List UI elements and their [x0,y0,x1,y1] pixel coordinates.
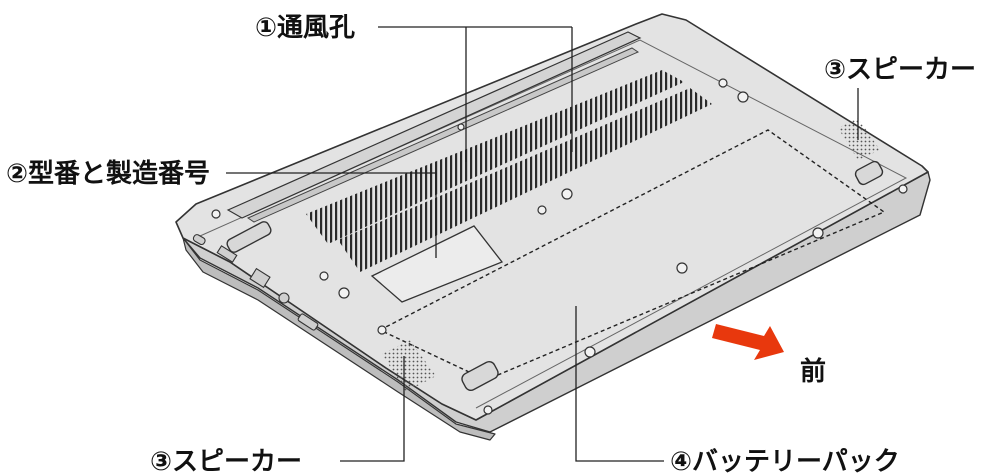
vent-grilles [306,70,712,272]
speaker-grille-bottom [382,340,436,392]
rubber-feet [226,160,884,391]
side-ports [192,234,319,331]
front-direction-arrow [712,324,784,360]
model-label-plate [0,0,1,1]
callout-speaker-bottom: ③スピーカー [150,447,302,473]
callout-model-serial: ②型番と製造番号 [6,159,210,189]
callout-vent: ①通風孔 [255,13,355,43]
callout-battery: ④バッテリーパック [670,447,900,473]
callout-speaker-right: ③スピーカー [824,55,976,85]
speaker-grille-right [838,118,880,160]
leader-lines [226,26,859,462]
screws [211,78,908,415]
front-label: 前 [800,356,826,387]
